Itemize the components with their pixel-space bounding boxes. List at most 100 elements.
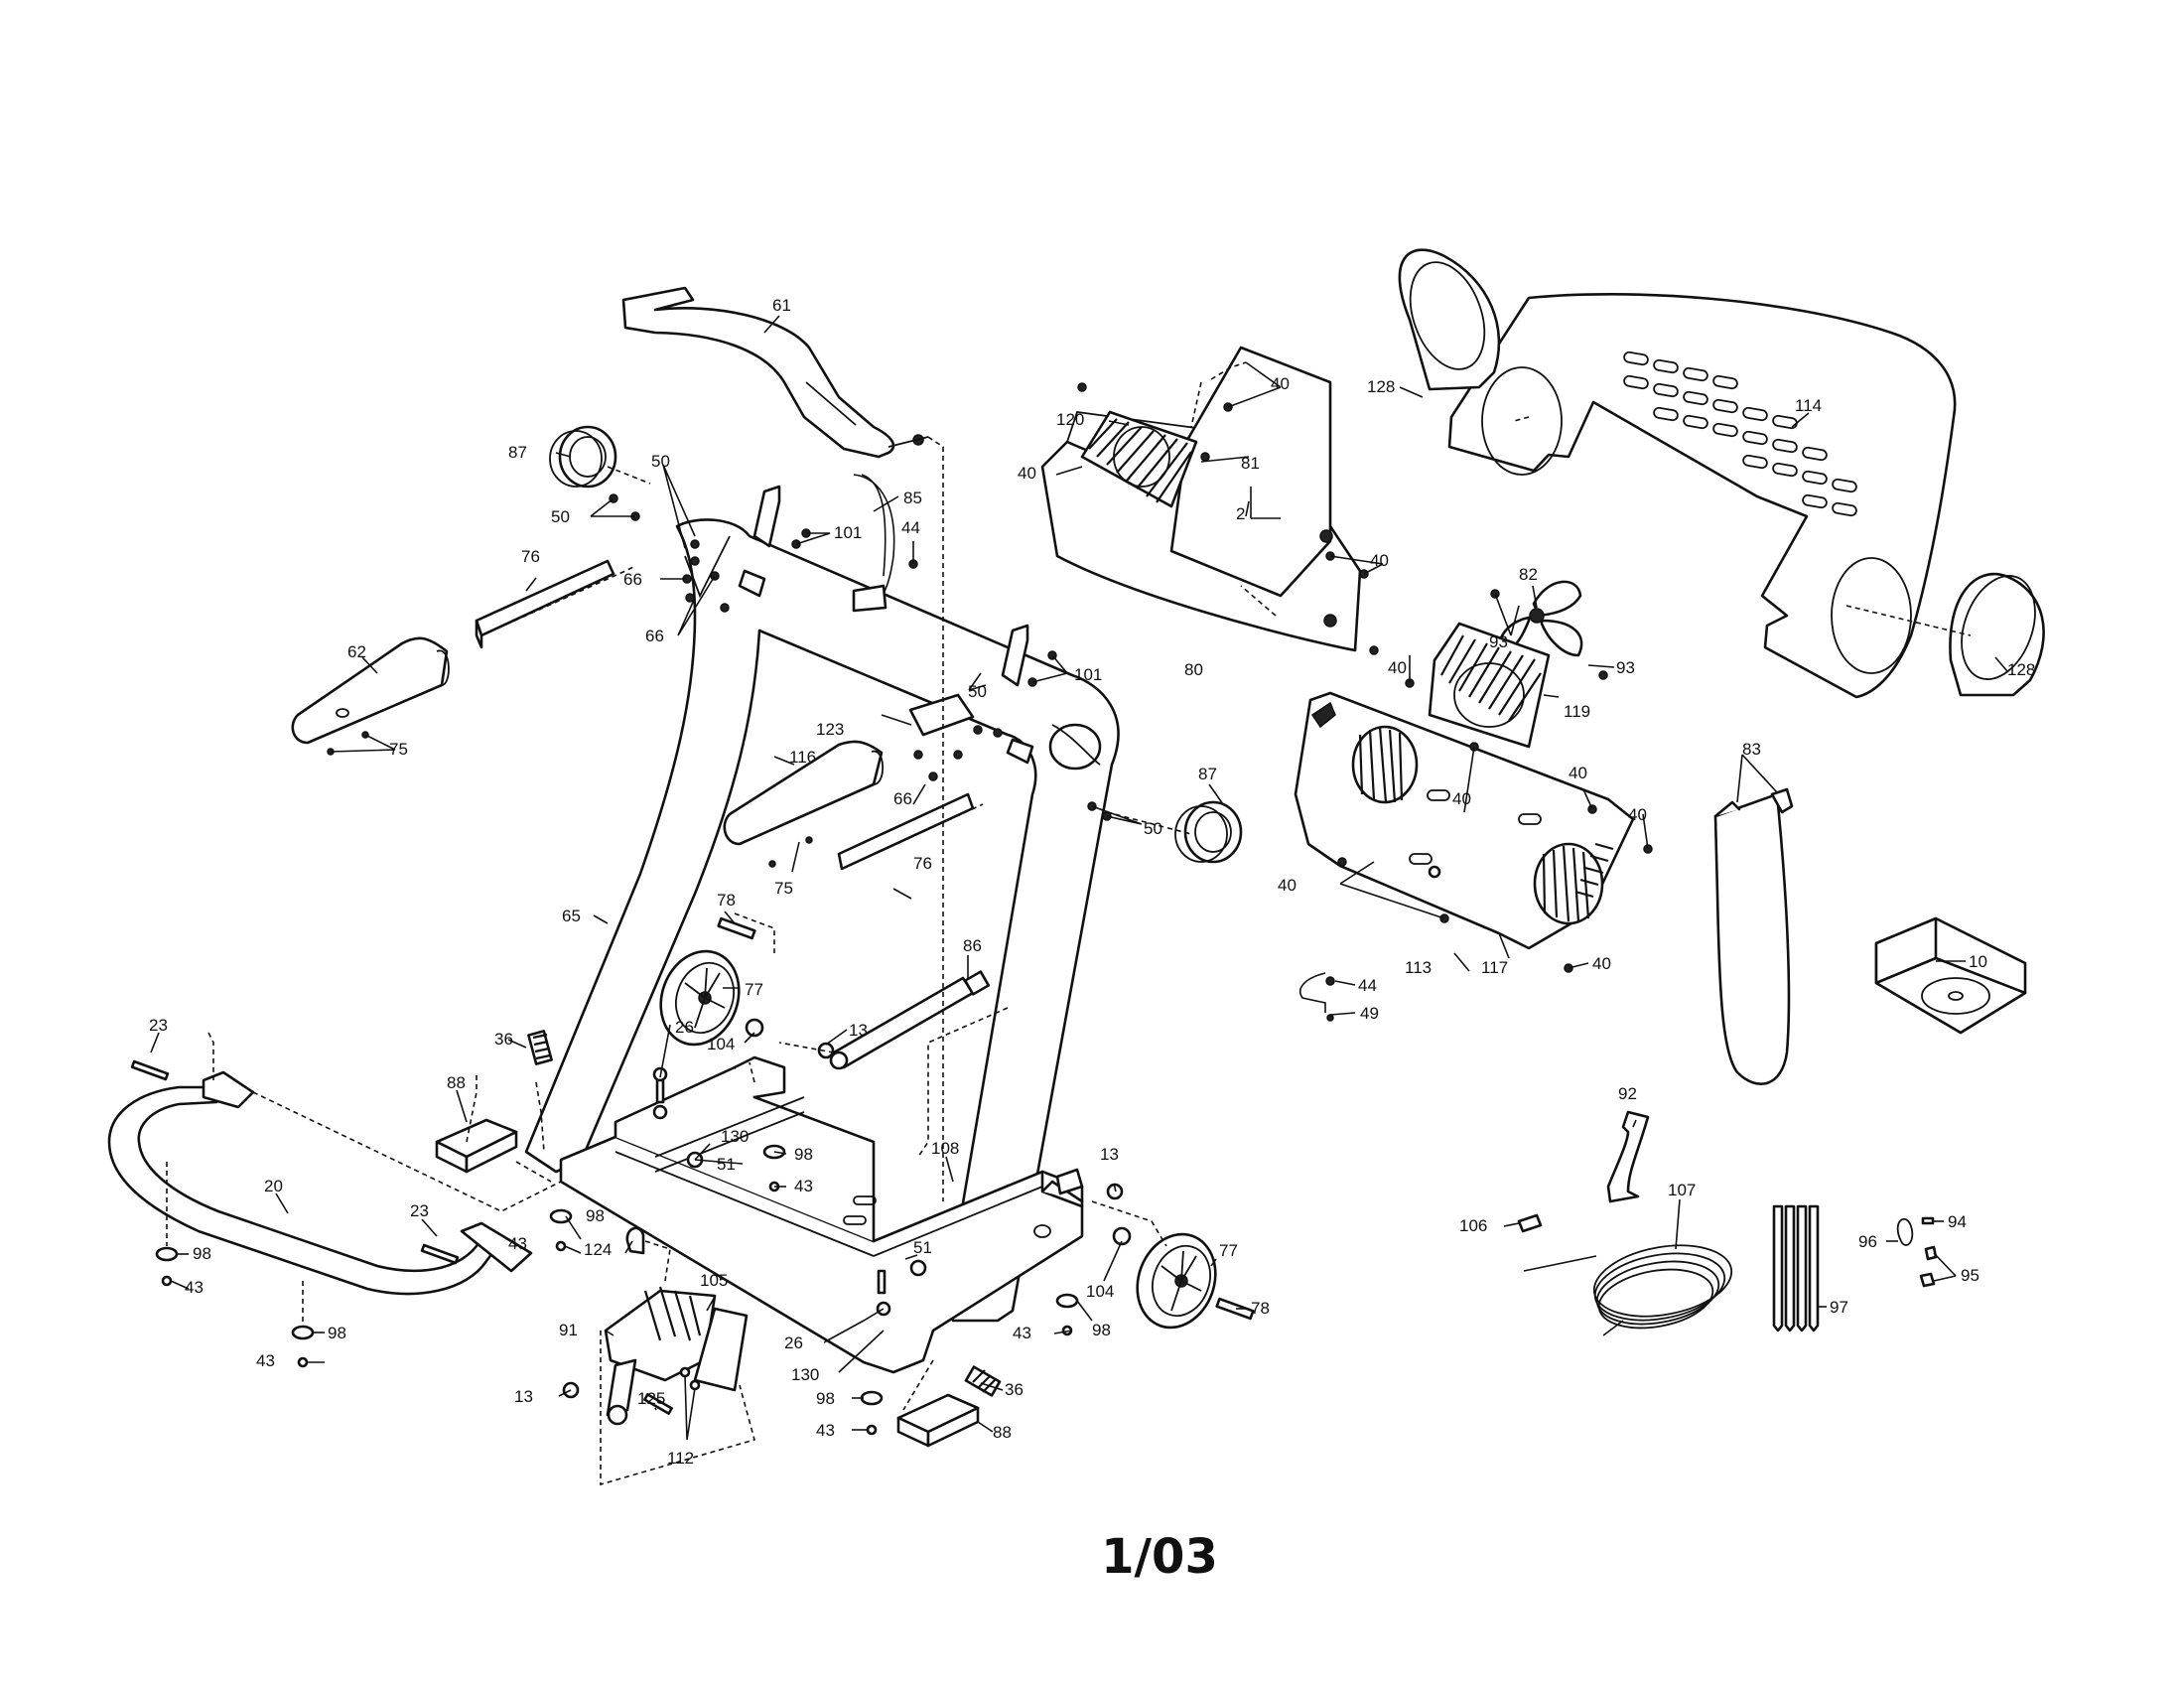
- part-88-end-pad-left: [435, 1118, 518, 1174]
- callout-101: 101: [1074, 665, 1102, 684]
- callout-43: 43: [185, 1278, 204, 1297]
- callout-104: 104: [1086, 1282, 1114, 1301]
- part-116-right-handgrip: [723, 740, 885, 846]
- part-65-upright-frame: [524, 518, 1120, 1323]
- callout-77: 77: [1219, 1241, 1238, 1260]
- callout-40: 40: [1569, 764, 1587, 782]
- part-61-handrail-cover: [621, 286, 929, 459]
- callout-13: 13: [1100, 1145, 1119, 1164]
- callout-98: 98: [1092, 1321, 1111, 1339]
- callout-75: 75: [389, 740, 408, 759]
- callout-65: 65: [562, 907, 581, 925]
- callout-76: 76: [521, 547, 540, 566]
- callout-130: 130: [721, 1127, 749, 1146]
- part-36-pad-right: [964, 1365, 1002, 1397]
- callout-107: 107: [1668, 1181, 1696, 1199]
- part-94-95-screws: [1919, 1216, 1938, 1288]
- callout-98: 98: [794, 1145, 813, 1164]
- part-101-bracket-left: [752, 485, 781, 548]
- callout-76: 76: [913, 854, 932, 873]
- callout-78: 78: [1251, 1299, 1270, 1318]
- callout-86: 86: [963, 936, 982, 955]
- callout-120: 120: [1056, 410, 1084, 429]
- callout-128: 128: [2007, 660, 2035, 679]
- callout-105: 105: [700, 1271, 728, 1290]
- part-105-motor-cover: [693, 1307, 749, 1392]
- callout-94: 94: [1948, 1212, 1967, 1231]
- callout-95: 95: [1961, 1266, 1979, 1285]
- callout-13: 13: [514, 1387, 533, 1406]
- callout-112: 112: [667, 1449, 694, 1468]
- callout-13: 13: [849, 1021, 868, 1040]
- callout-20: 20: [264, 1177, 283, 1195]
- assembly-dashed-lines: [166, 361, 1972, 1486]
- callout-labels: 61 87 50 50 85 101 44 76 66 66 62 75 120…: [149, 296, 2035, 1468]
- callout-116: 116: [789, 748, 816, 767]
- callout-93: 93: [1616, 658, 1635, 677]
- callout-91: 91: [559, 1321, 578, 1339]
- callout-81: 81: [1241, 454, 1260, 473]
- callout-61: 61: [772, 296, 791, 315]
- callout-51: 51: [717, 1155, 736, 1174]
- callout-98: 98: [816, 1389, 835, 1408]
- callout-128: 128: [1367, 377, 1395, 396]
- part-88-end-pad-right: [896, 1393, 980, 1448]
- callout-43: 43: [508, 1234, 527, 1253]
- callout-80: 80: [1184, 660, 1203, 679]
- callout-82: 82: [1519, 565, 1538, 584]
- leader-lines: [150, 315, 2008, 1441]
- part-76-left-rail: [475, 559, 615, 649]
- callout-50: 50: [651, 452, 670, 471]
- callout-114: 114: [1795, 396, 1822, 415]
- part-20-base-frame: [107, 1070, 533, 1296]
- callout-113: 113: [1405, 958, 1432, 977]
- callout-93: 93: [1489, 632, 1508, 651]
- callout-106: 106: [1459, 1216, 1487, 1235]
- callout-87: 87: [508, 443, 527, 462]
- part-77-wheel-left: [659, 949, 741, 1047]
- part-96-tie: [1896, 1217, 1914, 1246]
- part-119-motor-grille: [1428, 622, 1551, 749]
- callout-23: 23: [410, 1201, 429, 1220]
- callout-40: 40: [1278, 876, 1297, 895]
- callout-43: 43: [794, 1177, 813, 1195]
- callout-26: 26: [675, 1018, 694, 1037]
- part-114-hood: [1447, 293, 1957, 699]
- part-92-cable: [1606, 1110, 1650, 1203]
- callout-50: 50: [968, 682, 987, 701]
- part-124-clip: [625, 1226, 645, 1255]
- callout-125: 125: [637, 1389, 665, 1408]
- callout-77: 77: [745, 980, 763, 999]
- hood-vent-slots: [1623, 351, 1857, 517]
- callout-23: 23: [149, 1016, 168, 1035]
- part-10-manual-cd: [1874, 916, 2027, 1035]
- callout-85: 85: [903, 489, 922, 507]
- callout-62: 62: [347, 642, 366, 661]
- part-91-lift-motor: [604, 1286, 717, 1426]
- part-120-console-grille: [1080, 410, 1198, 508]
- callout-26: 26: [784, 1333, 803, 1352]
- callout-98: 98: [328, 1324, 346, 1342]
- part-86-shock: [829, 970, 991, 1070]
- callout-123: 123: [816, 720, 844, 739]
- part-85-wire-harness: [852, 474, 895, 613]
- part-106-connector: [1517, 1213, 1543, 1233]
- part-83-accessory-tray: [1713, 787, 1794, 1085]
- callout-101: 101: [834, 523, 862, 542]
- callout-83: 83: [1742, 740, 1761, 759]
- callout-43: 43: [816, 1421, 835, 1440]
- callout-104: 104: [707, 1035, 735, 1053]
- part-97-cable-ties: [1772, 1204, 1820, 1333]
- part-117-motor-hood-panel: [1294, 691, 1635, 950]
- part-128-speaker-cup-right: [1949, 573, 2045, 697]
- callout-2: 2: [1236, 504, 1245, 523]
- callout-36: 36: [1005, 1380, 1024, 1399]
- callout-78: 78: [717, 891, 736, 910]
- callout-66: 66: [645, 627, 664, 645]
- callout-43: 43: [256, 1351, 275, 1370]
- callout-44: 44: [1358, 976, 1377, 995]
- callout-49: 49: [1360, 1004, 1379, 1023]
- part-81-console-board: [1169, 346, 1337, 628]
- callout-98: 98: [586, 1206, 605, 1225]
- part-base-subframe: [559, 1055, 1084, 1374]
